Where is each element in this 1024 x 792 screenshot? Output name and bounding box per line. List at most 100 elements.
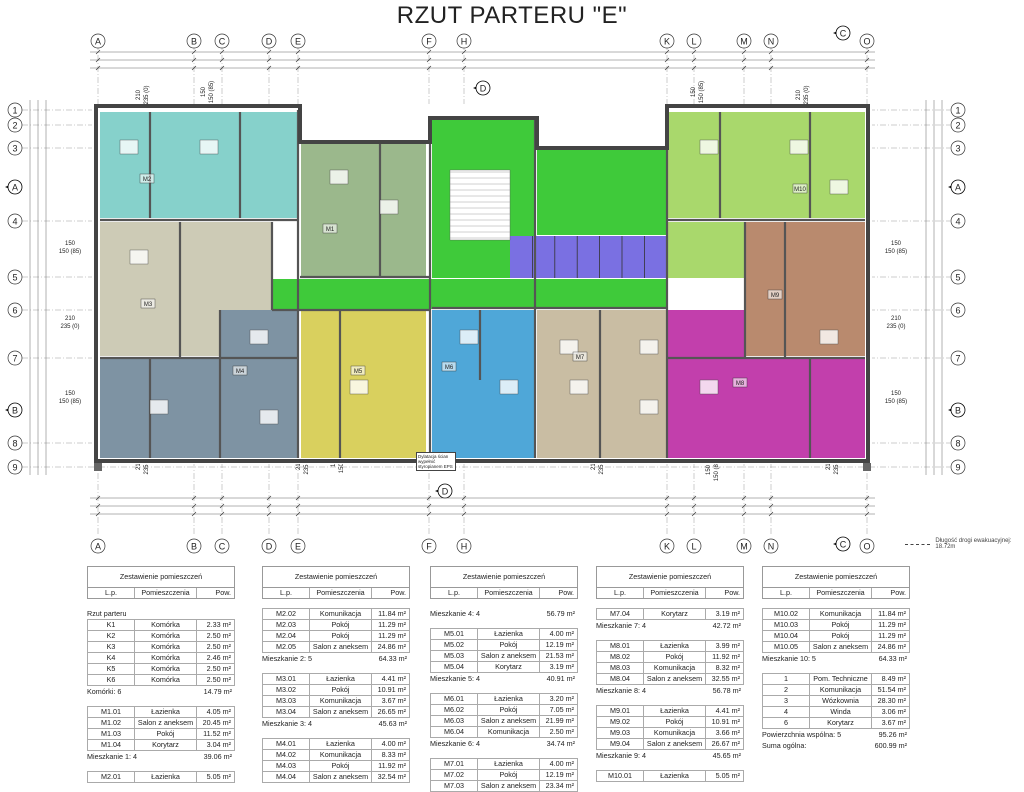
dimension-tick	[266, 511, 272, 517]
room-number: M5.01	[431, 629, 478, 639]
column-header-lp: L.p.	[263, 588, 310, 598]
structural-column	[94, 463, 102, 471]
dimension-tick	[461, 57, 467, 63]
grid-bubble	[7, 117, 23, 133]
grid-bubble	[763, 538, 779, 554]
room-area: 2.50 m²	[206, 631, 231, 640]
room-number: M8.01	[597, 641, 644, 651]
dimension-text: 235 (0)	[144, 85, 150, 104]
dimension-tick	[768, 503, 774, 509]
column-header-lp: L.p.	[431, 588, 478, 598]
grid-label-column: L	[691, 542, 696, 552]
summary-total: 14.79 m²	[203, 687, 232, 696]
dimension-text: 150 (85)	[209, 81, 215, 103]
dimension-tick	[664, 511, 670, 517]
room-name: Pokój	[478, 705, 540, 715]
room-area: 10.91 m²	[711, 717, 740, 726]
dimension-text: 210	[826, 459, 832, 470]
dimension-tick	[295, 49, 301, 55]
room-area: 21.53 m²	[545, 651, 574, 660]
table-spacer	[430, 749, 578, 758]
dimension-tick	[664, 65, 670, 71]
room-name: Salon z aneksem	[310, 772, 372, 782]
dimension-text: 235 (0)	[304, 455, 310, 474]
grid-bubble	[186, 33, 202, 49]
furniture	[199, 139, 219, 155]
room-number: M8.04	[597, 674, 644, 684]
room-name: Komórka	[135, 675, 197, 685]
dimension-tick	[219, 503, 225, 509]
dimension-tick	[864, 495, 870, 501]
grid-label-column: E	[295, 37, 301, 47]
grid-label-column: H	[461, 37, 468, 47]
room-name: Salon z aneksem	[310, 642, 372, 652]
dimension-text: 210	[891, 316, 902, 322]
legend: Długość drogi ewakuacyjnej: 18.72m	[905, 538, 1024, 550]
grid-label-column: O	[863, 37, 870, 47]
grid-bubble	[214, 33, 230, 49]
dimension-tick	[664, 495, 670, 501]
summary-label: Suma ogólna:	[762, 741, 807, 750]
summary-label: Mieszkanie 7: 4	[596, 621, 646, 630]
dimension-text: 150 (85)	[885, 249, 907, 255]
furniture	[639, 339, 659, 355]
room-number: 6	[763, 718, 810, 728]
grid-label-row: 6	[955, 306, 960, 316]
room-number: M5.02	[431, 640, 478, 650]
room-name: Komunikacja	[478, 727, 540, 737]
room-number: M2.01	[88, 772, 135, 782]
room-name: Komunikacja	[644, 663, 706, 673]
grid-bubble	[950, 140, 966, 156]
room-label-box	[232, 365, 248, 376]
summary-label: Mieszkanie 8: 4	[596, 686, 646, 695]
column-header-name: Pomieszczenia	[135, 588, 197, 598]
grid-label-column: H	[461, 542, 468, 552]
courtyard	[537, 104, 665, 148]
grid-bubble	[290, 33, 306, 49]
room-area: 2.33 m²	[206, 620, 231, 629]
grid-label-row: 4	[12, 217, 17, 227]
grid-bubble	[7, 140, 23, 156]
summary-label: Mieszkanie 3: 4	[262, 719, 312, 728]
room-label-box	[767, 289, 783, 300]
room-area: 12.19 m²	[545, 640, 574, 649]
room-name: Pom. Techniczne	[810, 674, 872, 684]
dimension-tick	[768, 511, 774, 517]
grid-label-row: 3	[12, 144, 17, 154]
room-area: 26.65 m²	[377, 707, 406, 716]
grid-label-row: 3	[955, 144, 960, 154]
summary-total: 56.79 m²	[546, 609, 575, 618]
dimension-tick	[768, 57, 774, 63]
room-name: Pokój	[478, 770, 540, 780]
dimension-tick	[691, 511, 697, 517]
room-area: 11.92 m²	[378, 761, 406, 770]
dimension-tick	[741, 65, 747, 71]
dimension-text: 150	[891, 241, 902, 247]
room-name: Korytarz	[478, 662, 540, 672]
section-label: B	[955, 406, 961, 416]
room-name: Łazienka	[478, 759, 540, 769]
room-area: 11.29 m²	[878, 620, 906, 629]
room-name: Komórka	[135, 653, 197, 663]
room-number: M10.04	[763, 631, 810, 641]
room-label-box	[732, 377, 748, 388]
room-label-box	[441, 361, 457, 372]
grid-bubble	[261, 33, 277, 49]
room-m7	[537, 310, 667, 458]
